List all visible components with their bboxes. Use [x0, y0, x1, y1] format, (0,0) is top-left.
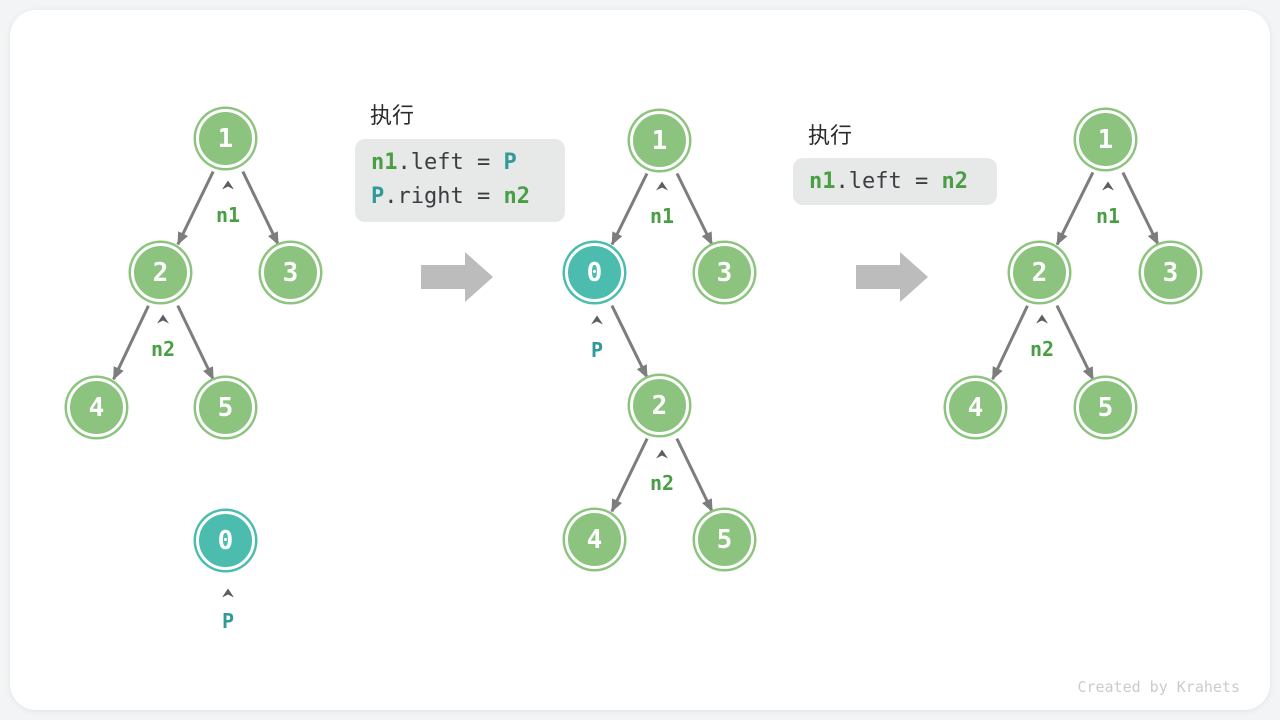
tree-node: 4	[565, 510, 624, 569]
tree-edge	[241, 170, 280, 246]
tree-node: 0	[196, 511, 255, 570]
tree-edge	[675, 172, 714, 246]
code-token: .left =	[835, 169, 942, 194]
pointer-caret-icon	[656, 449, 668, 459]
pointer-caret-icon	[222, 180, 234, 190]
pointer-caret-icon	[1102, 181, 1114, 191]
code-token: P	[503, 150, 517, 175]
tree-node: 5	[1076, 378, 1135, 437]
tree-edge	[991, 305, 1029, 381]
panel-heading: 执行	[808, 123, 853, 148]
tree-node: 3	[1141, 243, 1200, 302]
code-token: .right =	[384, 184, 504, 209]
tree-node: 1	[1076, 110, 1135, 169]
tree-edge	[112, 305, 150, 381]
flow-arrow-icon	[856, 252, 928, 302]
pointer-caret-icon	[591, 315, 603, 325]
code-box: n1.left = n2	[793, 158, 997, 205]
pointer-caret-icon	[222, 588, 234, 598]
tree-edge	[1055, 304, 1095, 381]
code-token: P	[371, 184, 385, 209]
pointer-label: P	[221, 609, 235, 633]
pointer-label: P	[590, 338, 604, 362]
tree-node: 3	[261, 243, 320, 302]
code-token: n1	[809, 169, 836, 194]
pointer-label: n2	[150, 337, 176, 361]
pointer-label: n1	[649, 204, 675, 228]
pointer-label: n1	[215, 203, 241, 227]
tree-edge	[610, 304, 649, 379]
tree-node: 4	[946, 378, 1005, 437]
pointer-label: n2	[649, 471, 675, 495]
panel-heading: 执行	[370, 103, 415, 128]
tree-node: 5	[196, 378, 255, 437]
pointer-caret-icon	[656, 181, 668, 191]
code-line: n1.left = P	[371, 146, 549, 180]
pointer-caret-icon	[157, 314, 169, 324]
flow-arrow-icon	[421, 252, 493, 302]
tree-node: 2	[131, 243, 190, 302]
code-line: n1.left = n2	[809, 165, 981, 199]
tree-node: 2	[1010, 243, 1069, 302]
tree-edge	[1121, 171, 1160, 246]
tree-node: 0	[565, 243, 624, 302]
watermark: Created by Krahets	[1077, 678, 1240, 696]
pointer-label: n2	[1029, 337, 1055, 361]
tree-edge	[176, 304, 215, 381]
tree-node: 1	[630, 111, 689, 170]
tree-edge	[610, 437, 649, 513]
tree-node: 3	[695, 243, 754, 302]
tree-edge	[675, 437, 714, 513]
tree-edge	[176, 170, 215, 246]
code-token: n2	[941, 169, 968, 194]
tree-node: 1	[196, 109, 255, 168]
tree-node: 5	[695, 510, 754, 569]
pointer-caret-icon	[1036, 314, 1048, 324]
code-token: n2	[503, 184, 530, 209]
tree-node: 4	[67, 378, 126, 437]
pointer-label: n1	[1095, 204, 1121, 228]
code-token: n1	[371, 150, 398, 175]
tree-edge	[1055, 171, 1095, 246]
tree-edge	[610, 172, 649, 246]
code-token: .left =	[397, 150, 504, 175]
tree-node: 2	[630, 376, 689, 435]
code-line: P.right = n2	[371, 180, 549, 214]
